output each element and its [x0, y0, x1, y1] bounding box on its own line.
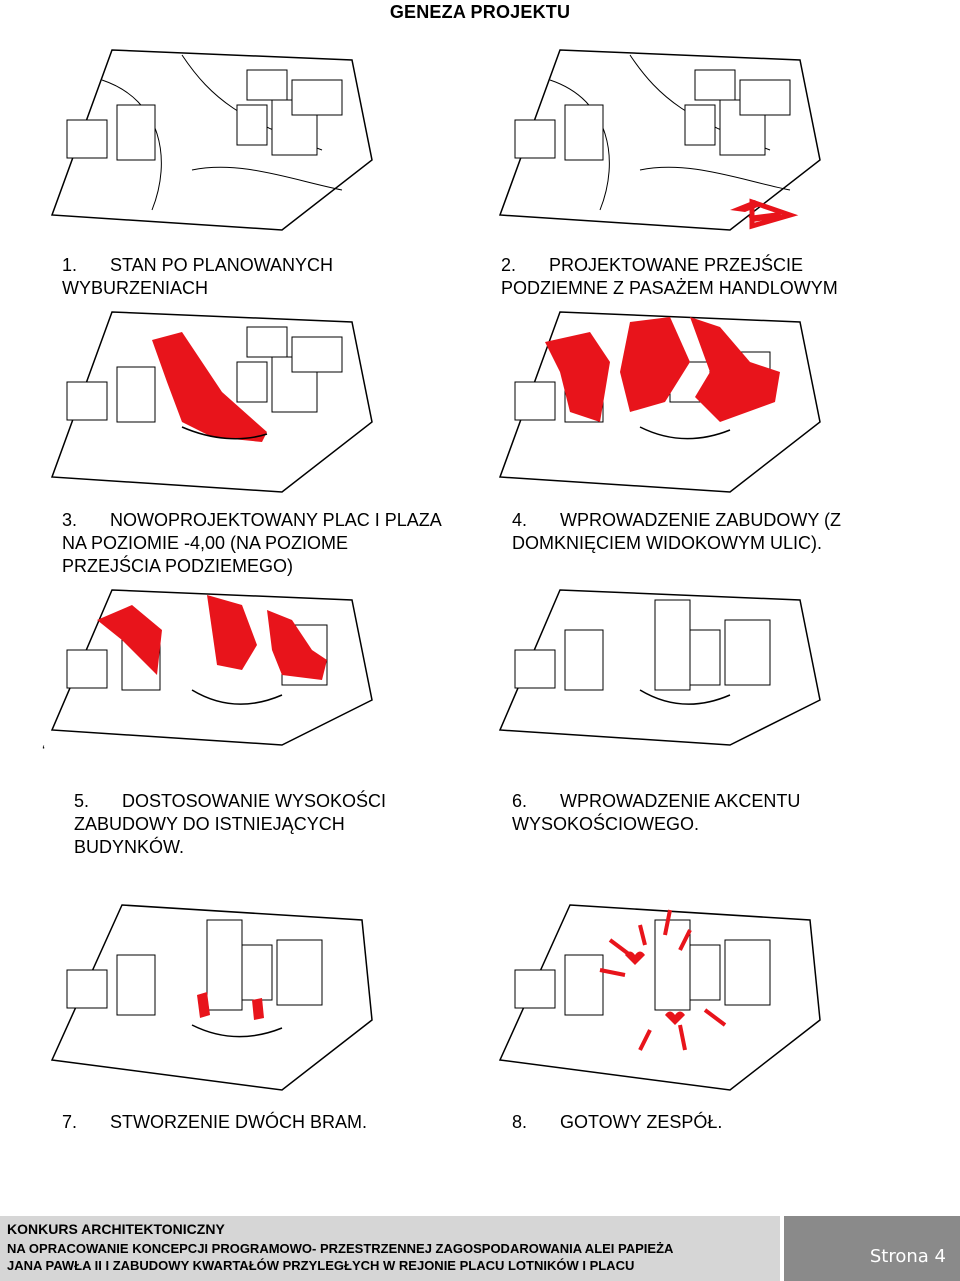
page-title: GENEZA PROJEKTU	[389, 2, 571, 22]
caption-1: 1.STAN PO PLANOWANYCH WYBURZENIACH	[62, 255, 334, 298]
caption-3: 3.NOWOPROJEKTOWANY PLAC I PLAZA NA POZIO…	[62, 510, 442, 576]
footer: KONKURS ARCHITEKTONICZNY NA OPRACOWANIE …	[0, 1216, 960, 1281]
diagram-8	[490, 900, 910, 1100]
caption-5: 5.DOSTOSOWANIE WYSOKOŚCI ZABUDOWY DO IST…	[74, 791, 387, 857]
caption-4: 4.WPROWADZENIE ZABUDOWY (Z DOMKNIĘCIEM W…	[512, 510, 841, 553]
footer-line-3: JANA PAWŁA II I ZABUDOWY KWARTAŁÓW PRZYL…	[7, 1258, 635, 1273]
footer-line-1: KONKURS ARCHITEKTONICZNY	[7, 1221, 225, 1237]
diagram-6	[490, 580, 910, 750]
footer-line-2: NA OPRACOWANIE KONCEPCJI PROGRAMOWO- PRZ…	[7, 1241, 674, 1256]
footer-page-box: Strona 4	[784, 1216, 960, 1281]
stray-mark: ‘	[42, 742, 46, 758]
diagram-4	[490, 302, 910, 502]
caption-7: 7.STWORZENIE DWÓCH BRAM.	[62, 1112, 367, 1132]
diagram-1	[42, 40, 442, 240]
diagram-5	[42, 580, 442, 750]
diagram-2	[490, 40, 910, 240]
diagram-3	[42, 302, 442, 502]
page-number: Strona 4	[869, 1246, 946, 1267]
footer-info: KONKURS ARCHITEKTONICZNY NA OPRACOWANIE …	[0, 1216, 780, 1281]
caption-2: 2.PROJEKTOWANE PRZEJŚCIE PODZIEMNE Z PAS…	[501, 255, 838, 298]
caption-6: 6.WPROWADZENIE AKCENTU WYSOKOŚCIOWEGO.	[512, 791, 801, 834]
diagram-7	[42, 900, 442, 1100]
caption-8: 8.GOTOWY ZESPÓŁ.	[512, 1112, 723, 1132]
